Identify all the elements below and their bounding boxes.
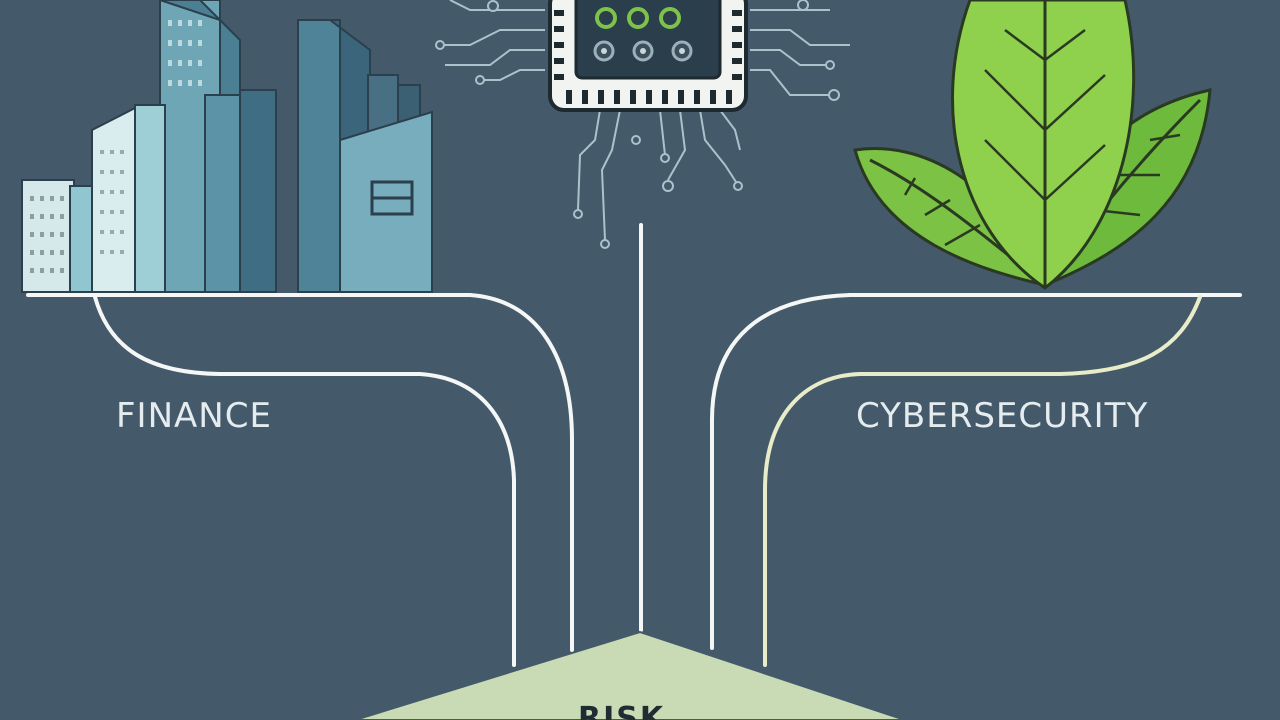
finance-label: FINANCE	[116, 396, 272, 436]
risk-label: RISK	[578, 701, 666, 720]
risk-base	[354, 630, 906, 720]
connecting-paths	[26, 223, 1242, 667]
microchip-icon	[435, 0, 850, 249]
leaf-icon	[853, 0, 1212, 290]
cybersecurity-label: CYBERSECURITY	[856, 396, 1149, 436]
city-skyline-icon	[21, 0, 433, 293]
